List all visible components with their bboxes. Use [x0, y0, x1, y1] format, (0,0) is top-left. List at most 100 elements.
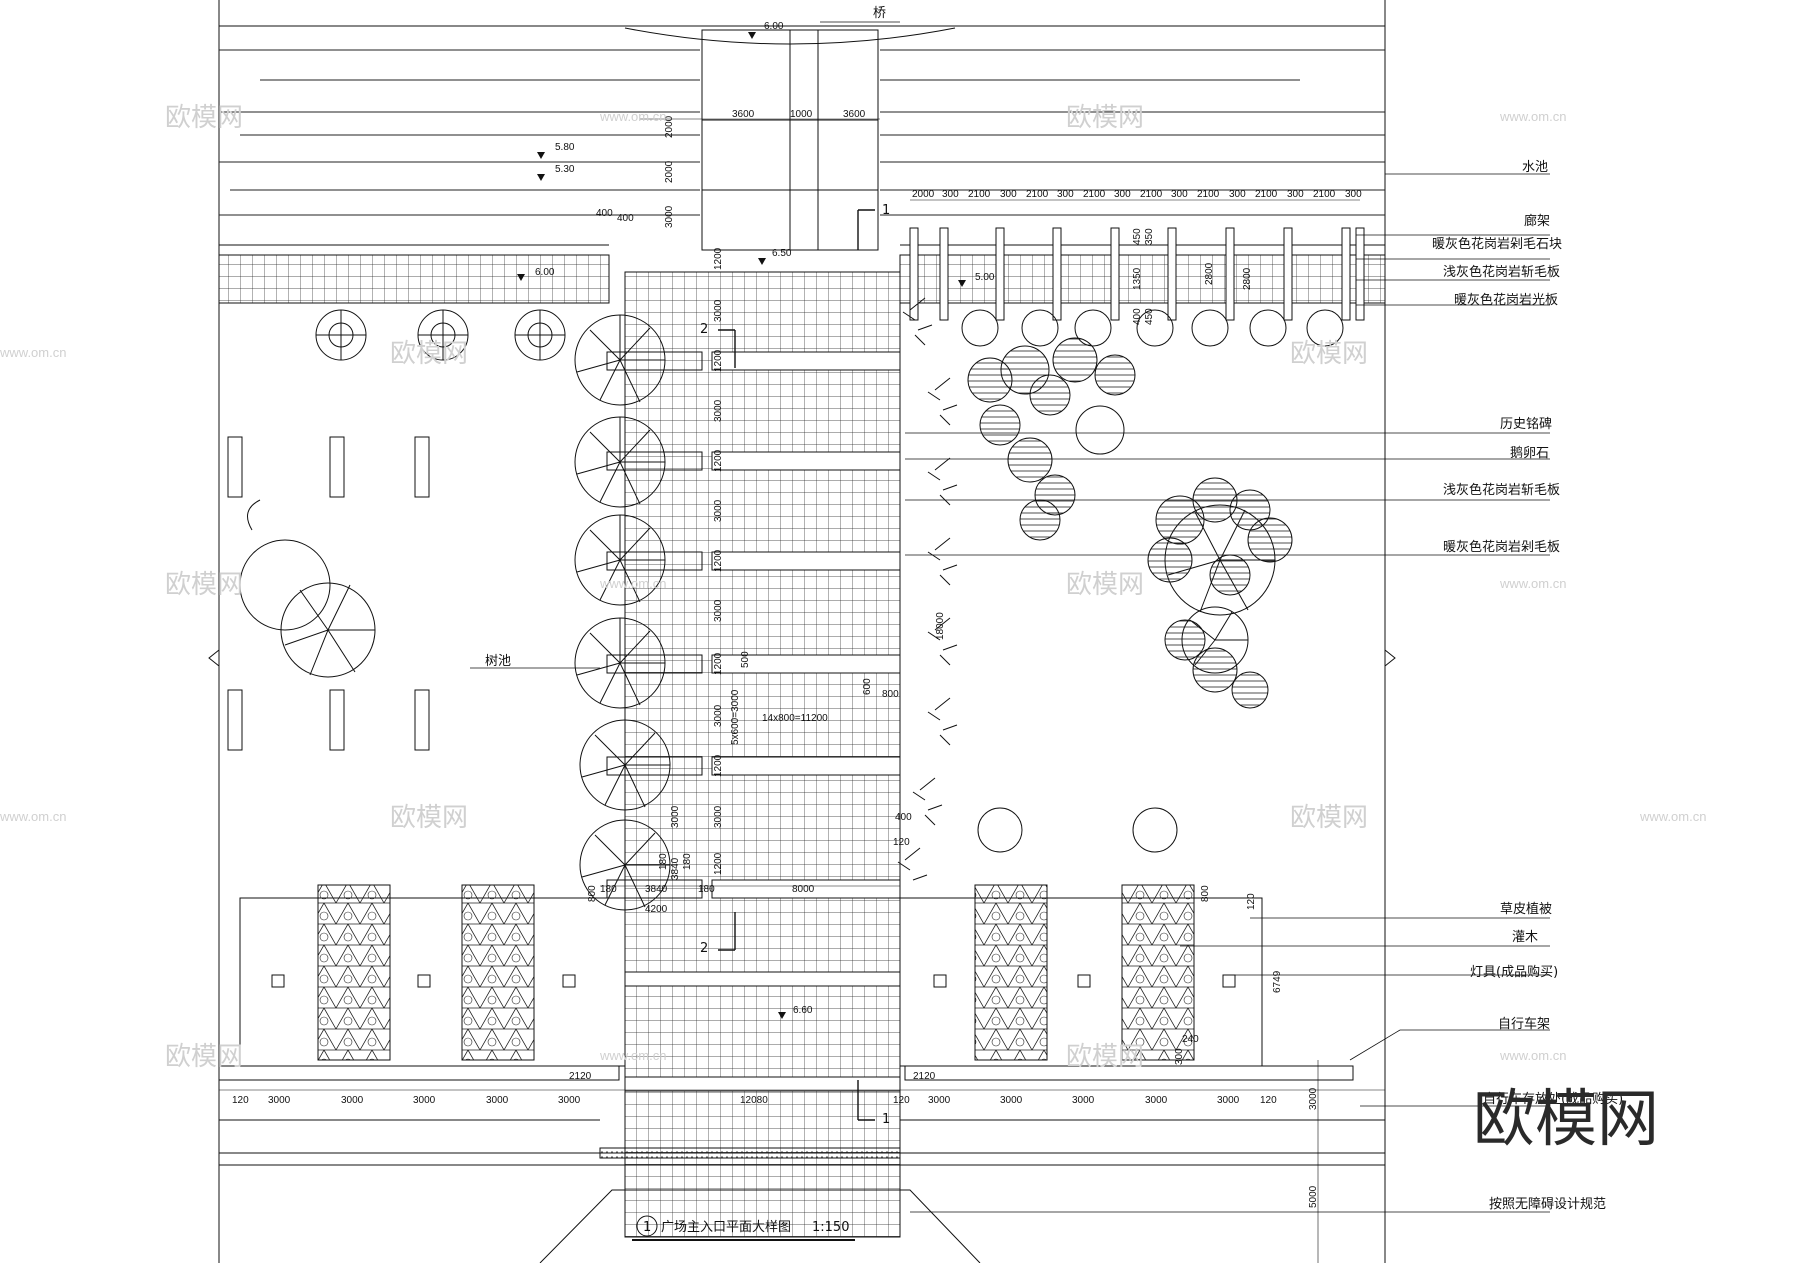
svg-text:www.om.cn: www.om.cn [599, 1048, 666, 1063]
svg-text:300: 300 [1287, 189, 1304, 200]
label-lawn: 草皮植被 [1500, 902, 1552, 917]
svg-text:2100: 2100 [968, 189, 991, 200]
dim-bridge-w2: 1000 [790, 109, 813, 120]
elev-580: 5.80 [555, 142, 575, 153]
svg-text:300: 300 [1000, 189, 1017, 200]
gallery-dims: 2000 300 2100 300 2100 300 2100 300 2100… [912, 189, 1362, 200]
svg-text:欧模网: 欧模网 [1066, 570, 1144, 600]
svg-text:12080: 12080 [740, 1095, 768, 1106]
dim-800: 800 [882, 689, 899, 700]
svg-text:3000: 3000 [713, 599, 724, 622]
dim-v2000a: 2000 [664, 115, 675, 138]
dim-r240: 240 [1182, 1034, 1199, 1045]
svg-text:300: 300 [1229, 189, 1246, 200]
walkway-strips [624, 351, 901, 1092]
svg-text:3000: 3000 [713, 399, 724, 422]
elevation-markers [517, 32, 966, 1019]
svg-text:3000: 3000 [1145, 1095, 1168, 1106]
svg-text:欧模网: 欧模网 [390, 803, 468, 833]
svg-text:www.om.cn: www.om.cn [1639, 809, 1706, 824]
section-1-top: 1 [882, 203, 890, 218]
svg-text:欧模网: 欧模网 [390, 339, 468, 369]
label-granite-light-chisel: 浅灰色花岗岩斩毛板 [1443, 264, 1560, 280]
shrub-mass [967, 337, 1293, 709]
section-2-bottom: 2 [700, 941, 708, 956]
dim-5x600: 5x600=3000 [730, 689, 741, 745]
label-granite-warm-rough-plate: 暖灰色花岗岩剁毛板 [1443, 539, 1560, 555]
svg-text:3000: 3000 [1072, 1095, 1095, 1106]
section-marks [718, 209, 875, 1121]
svg-text:3000: 3000 [713, 805, 724, 828]
pool-water-lines [219, 49, 1385, 216]
dim-v3000: 3000 [664, 205, 675, 228]
dim-r6749: 6749 [1272, 970, 1283, 993]
dim-bridge-w1: 3600 [732, 109, 755, 120]
svg-text:www.om.cn: www.om.cn [1499, 576, 1566, 591]
label-bike-note: 自行车存放处(成品购买) [1483, 1091, 1623, 1107]
svg-text:3000: 3000 [1000, 1095, 1023, 1106]
bridge [624, 27, 956, 251]
paving-band-right [899, 254, 1386, 304]
dim-r300: 300 [1174, 1048, 1185, 1065]
svg-text:3000: 3000 [713, 499, 724, 522]
dim-800b: 800 [587, 885, 598, 902]
dim-g2800a: 2800 [1204, 262, 1215, 285]
dim-pit-v3: 180 [682, 853, 693, 870]
watermarks: 欧模网 www.om.cn 欧模网 www.om.cn 欧模网 www.om.c… [0, 103, 1706, 1072]
label-accessible: 按照无障碍设计规范 [1489, 1197, 1606, 1212]
svg-text:3000: 3000 [713, 299, 724, 322]
dim-r800: 800 [1200, 885, 1211, 902]
label-monument: 历史铭碑 [1500, 416, 1552, 432]
dim-18000: 18000 [935, 612, 946, 640]
dim-v2000b: 2000 [664, 160, 675, 183]
svg-text:www.om.cn: www.om.cn [0, 809, 66, 824]
bike-rack-strips [218, 1065, 1385, 1166]
dim-g2800b: 2800 [1242, 267, 1253, 290]
label-tree-pit: 树池 [485, 654, 511, 669]
feature-trees-right [961, 309, 1344, 853]
dim-g450: 450 [1132, 228, 1143, 245]
label-granite-warm-polish: 暖灰色花岗岩光板 [1454, 292, 1558, 308]
svg-text:www.om.cn: www.om.cn [599, 109, 666, 124]
dim-pit-v2: 3840 [670, 857, 681, 880]
svg-text:欧模网: 欧模网 [1290, 803, 1368, 833]
dim-600: 600 [862, 678, 873, 695]
label-granite-warm-rough: 暖灰色花岗岩剁毛石块 [1432, 236, 1562, 252]
svg-text:www.om.cn: www.om.cn [1499, 109, 1566, 124]
gallery-frame [909, 227, 1365, 321]
brand-watermark-large: 欧模网 [1473, 1082, 1659, 1155]
svg-text:www.om.cn: www.om.cn [599, 576, 666, 591]
svg-text:300: 300 [1345, 189, 1362, 200]
elev-650: 6.50 [772, 248, 792, 259]
svg-text:120: 120 [232, 1095, 249, 1106]
svg-text:3000: 3000 [713, 704, 724, 727]
label-gallery: 廊架 [1524, 213, 1550, 229]
elev-500: 5.00 [975, 272, 995, 283]
dim-8000: 8000 [792, 884, 815, 895]
dim-v3000b: 3000 [1308, 1087, 1319, 1110]
leader-lines [470, 173, 1550, 1213]
label-pebble: 鹅卵石 [1510, 445, 1549, 461]
dim-pit-180a: 180 [600, 884, 617, 895]
svg-text:欧模网: 欧模网 [165, 1042, 243, 1072]
svg-text:2100: 2100 [1255, 189, 1278, 200]
elev-660: 6.60 [793, 1005, 813, 1016]
svg-text:欧模网: 欧模网 [1290, 339, 1368, 369]
bottom-dims: 120 3000 3000 3000 3000 3000 12080 120 3… [232, 1095, 1277, 1106]
svg-text:3000: 3000 [341, 1095, 364, 1106]
strip-dims: 1200 3000 1200 3000 1200 3000 1200 3000 … [713, 247, 724, 875]
svg-text:欧模网: 欧模网 [1066, 103, 1144, 133]
dim-400c: 400 [895, 812, 912, 823]
svg-text:300: 300 [1171, 189, 1188, 200]
svg-text:欧模网: 欧模网 [165, 570, 243, 600]
title-block [539, 1189, 981, 1263]
dim-400a: 400 [596, 208, 613, 219]
svg-text:2000: 2000 [912, 189, 935, 200]
dim-400b: 400 [617, 213, 634, 224]
dim-pit-180b: 180 [698, 884, 715, 895]
svg-text:www.om.cn: www.om.cn [0, 345, 66, 360]
bamboo-row [897, 297, 958, 881]
label-granite-light-chisel-2: 浅灰色花岗岩斩毛板 [1443, 482, 1560, 498]
section-1-bottom: 1 [882, 1112, 890, 1127]
svg-text:1200: 1200 [713, 349, 724, 372]
